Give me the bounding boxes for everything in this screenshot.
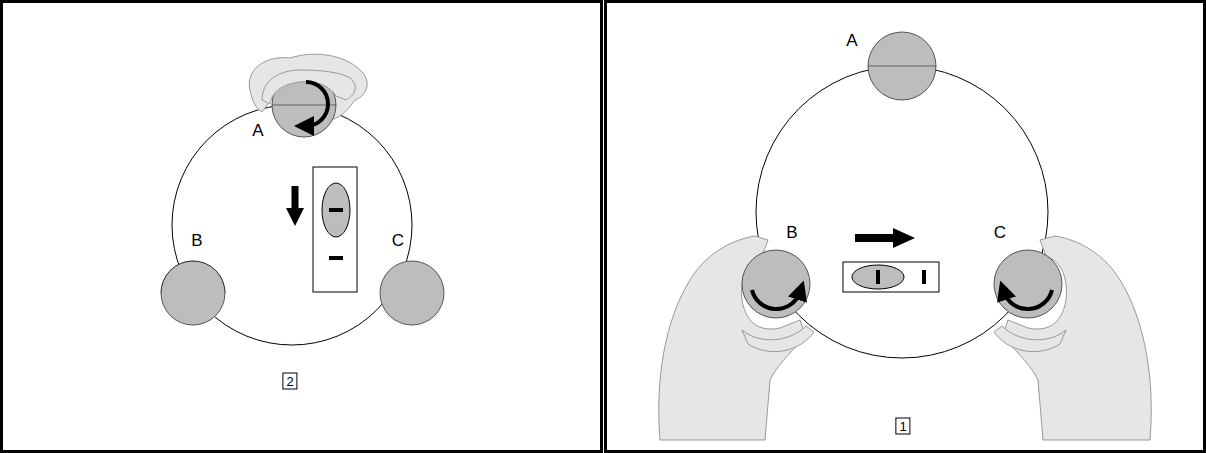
direction-arrow	[893, 228, 915, 248]
rotation-arrow	[752, 290, 800, 309]
part-letter: C	[994, 224, 1006, 241]
knob	[994, 250, 1062, 318]
part-letter: B	[191, 232, 202, 249]
panel-frame	[2, 2, 602, 452]
knob	[380, 261, 444, 325]
direction-arrow	[286, 208, 304, 226]
part-letter: B	[786, 224, 797, 241]
part-letter: C	[392, 232, 404, 249]
guide-circle	[756, 66, 1048, 358]
rotation-arrow	[306, 82, 328, 126]
part-letter: A	[846, 32, 857, 49]
knob	[161, 261, 225, 325]
indicator-box	[313, 167, 357, 292]
indicator-box	[843, 262, 939, 292]
rotation-arrow	[1004, 290, 1052, 309]
hand	[262, 70, 355, 104]
part-letter: A	[252, 122, 263, 139]
knob	[868, 32, 936, 100]
knob	[742, 250, 810, 318]
panel-frame	[606, 2, 1205, 452]
callout-number: 2	[282, 373, 297, 390]
callout-number: 1	[895, 418, 910, 435]
